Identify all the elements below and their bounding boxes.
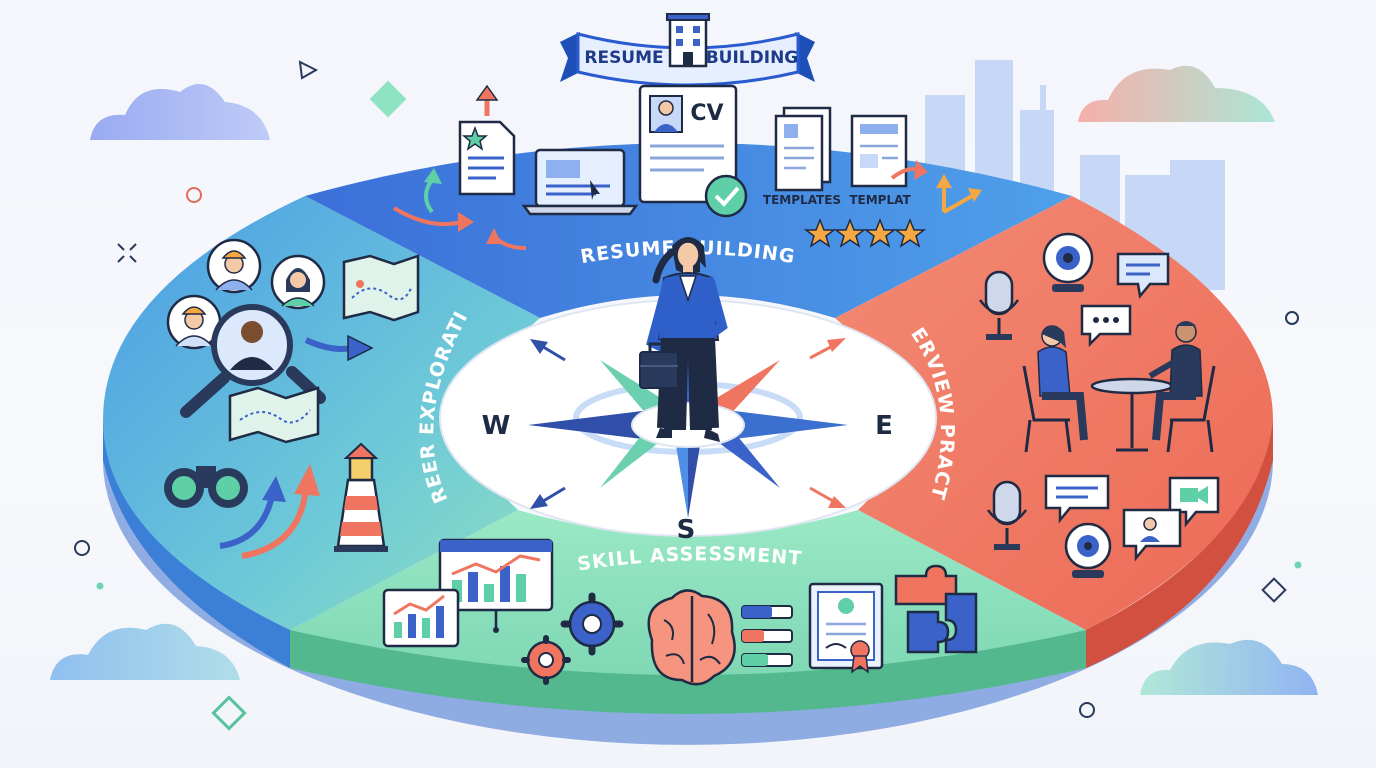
cv-label: CV <box>690 101 723 126</box>
career-icons <box>164 238 420 559</box>
businesswoman-figure <box>639 237 728 442</box>
certificate-icon <box>808 582 884 674</box>
diamond-decor <box>211 695 247 731</box>
worker-avatar-icon <box>206 238 262 294</box>
skill-icons <box>382 538 978 686</box>
chat-bubble-icon <box>1044 474 1110 524</box>
chat-bubble-icon <box>1080 304 1132 348</box>
map-icon <box>228 386 320 444</box>
banner-left-text: RESUME <box>584 48 663 68</box>
circle-decor <box>1079 702 1095 718</box>
bar-chart-icon <box>382 588 460 648</box>
person-avatar-icon <box>270 254 326 310</box>
building-icon <box>666 13 710 68</box>
compass-south-label: S <box>677 515 696 545</box>
bar-chart-icon <box>438 538 554 633</box>
sparkle-decor <box>117 243 137 263</box>
triangle-decor <box>298 60 319 80</box>
circle-decor <box>96 582 104 590</box>
gear-icon <box>560 592 624 656</box>
circle-decor <box>186 187 202 203</box>
checkmark-icon <box>704 174 748 218</box>
map-icon <box>342 254 420 322</box>
compass-west-label: W <box>482 411 511 441</box>
cv-document-icon: CV <box>638 84 738 204</box>
microphone-icon <box>986 480 1028 550</box>
diamond-decor <box>1261 577 1287 603</box>
chat-bubble-icon <box>1116 252 1170 299</box>
worker-avatar-icon <box>166 294 222 350</box>
resume-document-icon <box>458 120 516 196</box>
banner-right-text: BUILDING <box>706 48 799 68</box>
interview-icons <box>978 232 1220 578</box>
cloud-icon <box>1140 639 1318 695</box>
briefcase-icon <box>639 342 679 389</box>
circle-decor <box>1294 561 1302 569</box>
compass-arrows <box>530 338 846 509</box>
diamond-decor <box>369 80 407 118</box>
arrow-up-icon <box>475 84 499 116</box>
curved-arrow-icon <box>392 160 982 250</box>
circle-decor <box>74 540 90 556</box>
cloud-icon <box>90 84 270 140</box>
webcam-icon <box>1042 232 1094 292</box>
skill-bars-icon <box>741 605 793 667</box>
cloud-icon <box>50 623 240 680</box>
resume-building-banner: RESUME BUILDING <box>560 13 815 87</box>
resume-icons: CV TEMPLATES TEMPLAT <box>392 84 982 250</box>
puzzle-icon <box>894 564 978 654</box>
arrow-right-icon <box>304 334 374 362</box>
templates-label-2: TEMPLAT <box>849 193 911 207</box>
gear-icon <box>521 635 571 685</box>
interview-table-icon <box>1022 321 1216 453</box>
star-rating-icon <box>803 217 927 248</box>
lighthouse-icon <box>334 442 388 552</box>
laptop-icon <box>521 148 639 216</box>
brain-icon <box>647 589 736 686</box>
video-call-icon <box>1122 508 1182 562</box>
compass-east-label: E <box>875 411 893 441</box>
binoculars-icon <box>164 466 248 508</box>
templates-icon: TEMPLATES TEMPLAT <box>763 106 911 207</box>
webcam-icon <box>1064 522 1112 578</box>
cloud-icon <box>1078 65 1275 122</box>
circle-decor <box>1285 311 1299 325</box>
video-call-icon <box>1168 476 1220 528</box>
microphone-icon <box>978 270 1020 340</box>
templates-label: TEMPLATES <box>763 193 841 207</box>
growth-arrows-icon <box>219 464 320 559</box>
